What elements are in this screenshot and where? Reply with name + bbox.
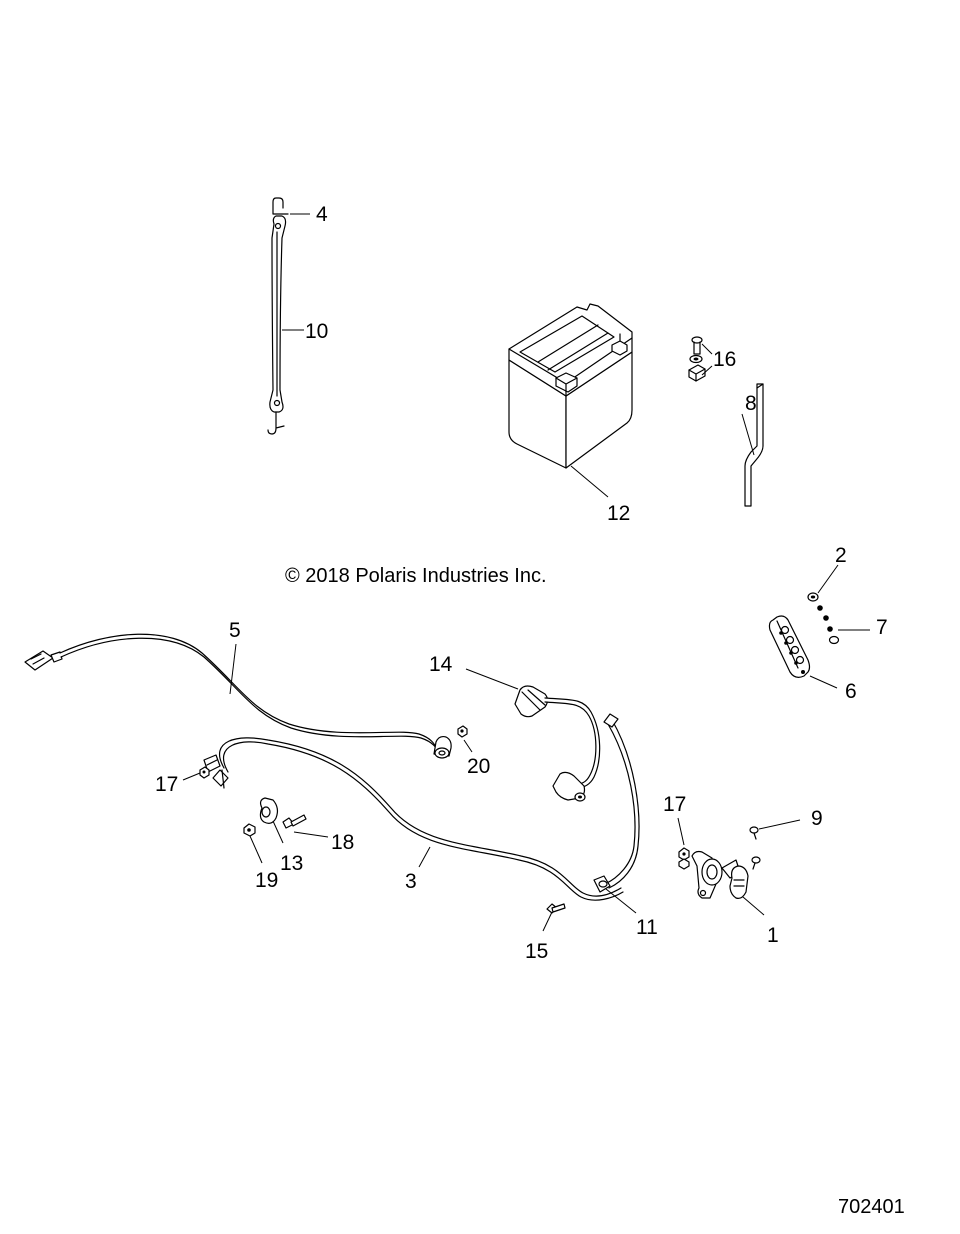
- callout-20: 20: [467, 755, 490, 778]
- callout-6: 6: [845, 680, 857, 703]
- relay-bracket: [691, 850, 749, 899]
- callout-5: 5: [229, 619, 241, 642]
- callout-7: 7: [876, 616, 888, 639]
- callout-17-right: 17: [663, 793, 686, 816]
- callout-18: 18: [331, 831, 354, 854]
- nut-17-right: [678, 847, 690, 870]
- cable-14: [514, 685, 601, 802]
- callout-labels: 4 10 16 8 12 2 7 6 5 14 20 17 18 13 19 3…: [155, 203, 888, 963]
- callout-17-left: 17: [155, 773, 178, 796]
- leader-lines: [182, 213, 870, 932]
- callout-19: 19: [255, 869, 278, 892]
- callout-9: 9: [811, 807, 823, 830]
- terminal-block: [768, 592, 840, 678]
- hold-down-rod: [744, 383, 764, 507]
- callout-14: 14: [429, 653, 453, 676]
- bolt-18: [282, 814, 307, 829]
- callout-15: 15: [525, 940, 548, 963]
- battery: [508, 303, 633, 469]
- cable-3: [203, 737, 624, 901]
- callout-13: 13: [280, 852, 303, 875]
- screw-9: [749, 826, 761, 870]
- nut-20: [457, 725, 468, 738]
- cable-clip: [259, 797, 279, 824]
- callout-16: 16: [713, 348, 736, 371]
- callout-12: 12: [607, 502, 630, 525]
- callout-4: 4: [316, 203, 328, 226]
- callout-11: 11: [636, 916, 658, 939]
- battery-strap: [267, 197, 289, 435]
- callout-3: 3: [405, 870, 417, 893]
- callout-10: 10: [305, 320, 328, 343]
- document-number: 702401: [838, 1196, 905, 1218]
- callout-2: 2: [835, 544, 847, 567]
- cable-11: [593, 713, 640, 893]
- nut-19: [243, 823, 256, 837]
- copyright-notice: © 2018 Polaris Industries Inc.: [285, 565, 547, 587]
- callout-1: 1: [767, 924, 779, 947]
- nut-17-left: [199, 766, 210, 779]
- battery-terminal-hardware: [688, 336, 706, 382]
- cable-5: [24, 633, 452, 759]
- bolt-15: [546, 903, 566, 914]
- callout-8: 8: [745, 392, 757, 415]
